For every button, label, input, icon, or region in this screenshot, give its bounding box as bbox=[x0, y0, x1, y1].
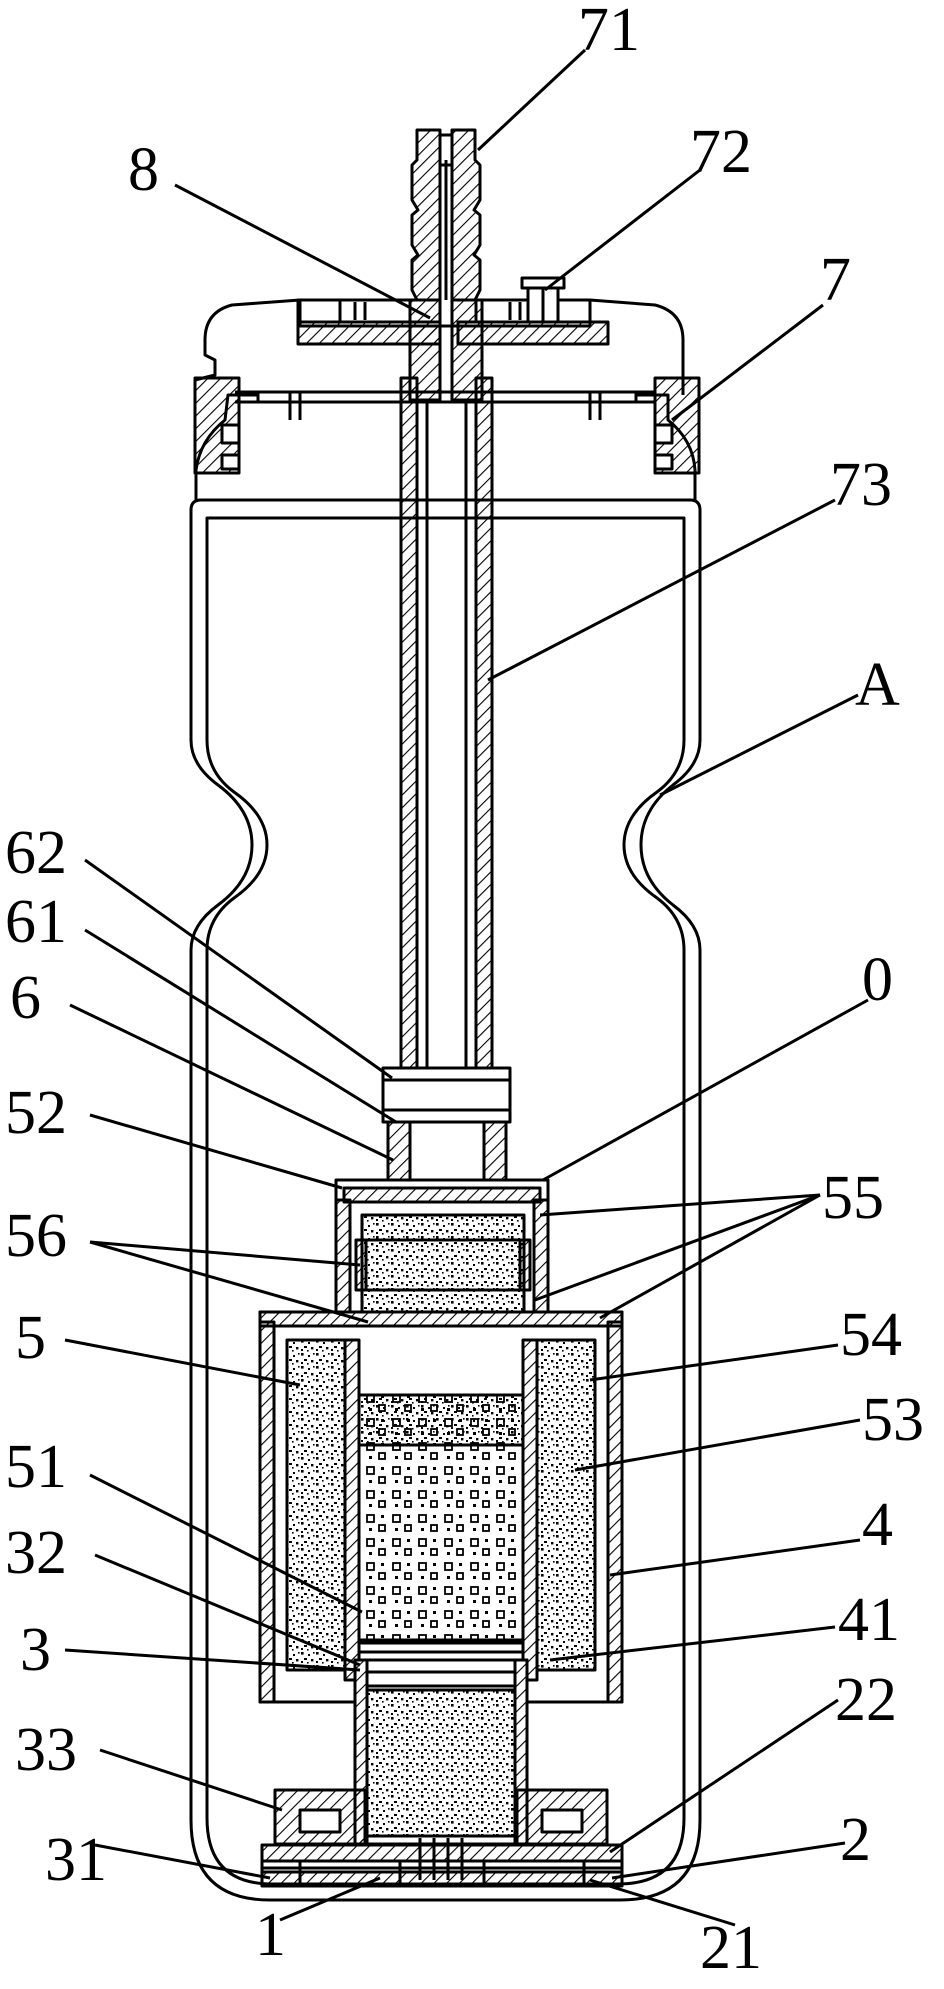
bottle-outer-wall bbox=[189, 498, 702, 1902]
leader-73 bbox=[487, 498, 836, 682]
label-32: 32 bbox=[5, 1519, 67, 1587]
label-6: 6 bbox=[10, 964, 41, 1032]
label-53: 53 bbox=[862, 1386, 924, 1454]
leader-72 bbox=[544, 168, 701, 292]
bottle-cap bbox=[193, 276, 701, 475]
label-73: 73 bbox=[830, 451, 892, 519]
tube-left-wall bbox=[399, 376, 419, 1070]
leader-22 bbox=[609, 1698, 839, 1854]
tube-connector bbox=[381, 1066, 512, 1124]
leader-62 bbox=[84, 858, 393, 1080]
lower-media bbox=[365, 1688, 517, 1838]
seal-ring bbox=[256, 390, 638, 404]
bottle-neck bbox=[194, 393, 697, 500]
cap-right-thread bbox=[653, 423, 674, 445]
base-assembly bbox=[260, 1838, 624, 1888]
leader-55a bbox=[539, 1193, 821, 1217]
label-62: 62 bbox=[5, 819, 67, 887]
base-plate-upper bbox=[260, 1843, 624, 1863]
label-71: 71 bbox=[578, 0, 640, 64]
label-72: 72 bbox=[690, 118, 752, 186]
leader-7 bbox=[671, 303, 824, 422]
tube-right-wall bbox=[474, 376, 494, 1070]
leader-4 bbox=[609, 1538, 861, 1577]
tube-adapter-right bbox=[482, 1120, 508, 1182]
label-0: 0 bbox=[862, 946, 893, 1014]
label-41: 41 bbox=[838, 1586, 900, 1654]
label-4: 4 bbox=[862, 1491, 893, 1559]
leader-41 bbox=[549, 1625, 836, 1662]
leader-55c bbox=[599, 1193, 821, 1320]
label-2: 2 bbox=[840, 1806, 871, 1874]
leader-2 bbox=[611, 1841, 846, 1880]
leader-6 bbox=[69, 1003, 394, 1162]
leader-52 bbox=[89, 1113, 343, 1190]
label-61: 61 bbox=[5, 888, 67, 956]
label-22: 22 bbox=[835, 1666, 897, 1734]
label-31: 31 bbox=[45, 1826, 107, 1894]
leader-lines bbox=[64, 48, 869, 1927]
label-21: 21 bbox=[700, 1914, 762, 1982]
leader-33 bbox=[99, 1748, 283, 1812]
label-52: 52 bbox=[5, 1079, 67, 1147]
label-3: 3 bbox=[20, 1616, 51, 1684]
filter-cartridge bbox=[258, 1178, 624, 1846]
leader-61 bbox=[84, 928, 397, 1124]
label-A: A bbox=[855, 651, 900, 719]
outer-cup-right-wall bbox=[606, 1320, 624, 1704]
leader-5 bbox=[64, 1338, 301, 1387]
drinking-spout bbox=[408, 128, 484, 402]
leader-54 bbox=[589, 1343, 839, 1382]
label-7: 7 bbox=[820, 246, 851, 314]
leader-31 bbox=[94, 1843, 271, 1880]
leader-A bbox=[659, 693, 859, 797]
left-annular-media bbox=[285, 1338, 347, 1672]
tube-adapter-left bbox=[386, 1120, 412, 1182]
label-5: 5 bbox=[15, 1304, 46, 1372]
label-55: 55 bbox=[822, 1164, 884, 1232]
label-1: 1 bbox=[255, 1901, 286, 1969]
cap-shell bbox=[193, 298, 685, 395]
leader-56 bbox=[89, 1240, 361, 1267]
reference-numerals: 71 8 72 7 73 A 62 61 6 52 0 55 56 5 54 5… bbox=[5, 0, 924, 1982]
suction-tube bbox=[381, 376, 512, 1182]
spout-nozzle bbox=[410, 128, 442, 302]
cap-left-thread bbox=[220, 423, 241, 445]
leader-56b bbox=[89, 1240, 369, 1324]
base-plate-lower bbox=[260, 1870, 624, 1888]
spout-nozzle-right bbox=[450, 128, 482, 302]
leader-1 bbox=[279, 1876, 381, 1922]
leader-71 bbox=[476, 48, 587, 152]
leader-53 bbox=[574, 1418, 861, 1472]
label-56: 56 bbox=[5, 1202, 67, 1270]
leader-8 bbox=[174, 183, 431, 320]
label-54: 54 bbox=[840, 1301, 902, 1369]
label-51: 51 bbox=[5, 1433, 67, 1501]
label-8: 8 bbox=[128, 136, 159, 204]
leader-3 bbox=[64, 1648, 361, 1672]
leader-51 bbox=[89, 1473, 363, 1614]
leader-32 bbox=[94, 1553, 361, 1667]
right-annular-media bbox=[535, 1338, 597, 1672]
label-33: 33 bbox=[15, 1716, 77, 1784]
leader-55b bbox=[534, 1193, 821, 1302]
leader-0 bbox=[542, 998, 869, 1182]
leader-21 bbox=[589, 1878, 736, 1927]
